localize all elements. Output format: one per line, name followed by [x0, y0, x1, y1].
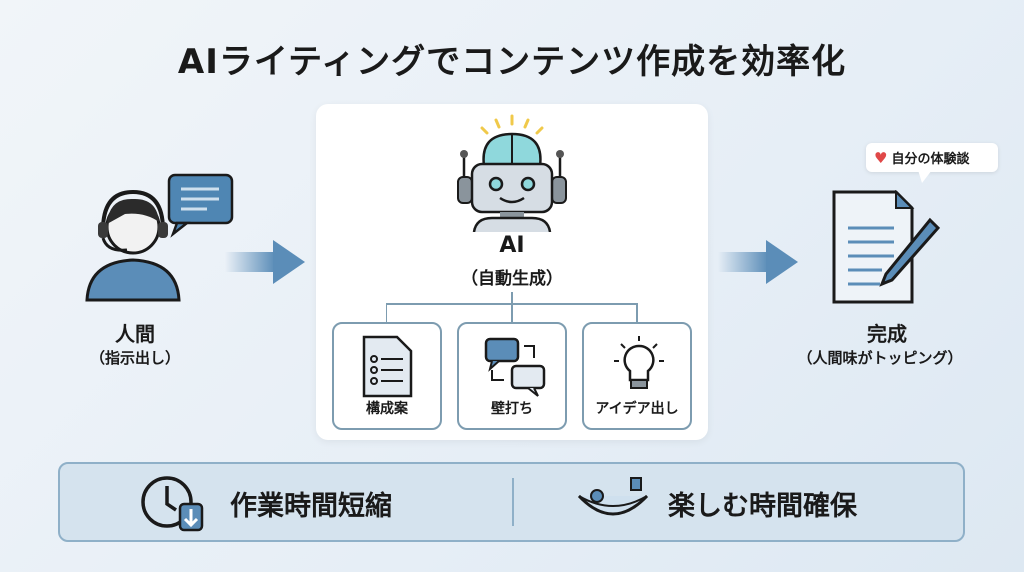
connector-lines [386, 292, 638, 322]
hammock-relax-icon [577, 477, 649, 516]
ai-sublabel: （自動生成） [461, 269, 563, 289]
lightbulb-icon [614, 336, 664, 389]
person-headset-icon [85, 173, 234, 302]
document-list-icon [362, 335, 413, 398]
document-pen-icon [832, 190, 941, 304]
bubble-text: 自分の体験談 [891, 152, 970, 167]
task-outline: 構成案 [332, 322, 442, 430]
result-label: 完成 [867, 322, 907, 346]
experience-bubble: ♥自分の体験談 [866, 143, 998, 172]
result-sublabel: （人間味がトッピング） [797, 349, 963, 367]
benefits-bar: 作業時間短縮 楽しむ時間確保 [58, 462, 965, 542]
arrow-right-icon [718, 240, 798, 284]
arrow-right-icon [225, 240, 305, 284]
benefit-leisure-time: 楽しむ時間確保 [668, 491, 857, 522]
clock-down-arrow-icon [141, 476, 204, 532]
robot-brain-icon [457, 114, 567, 232]
divider [512, 478, 514, 526]
task-ideas: アイデア出し [582, 322, 692, 430]
human-sublabel: （指示出し） [89, 349, 180, 367]
chat-bubbles-icon [484, 337, 546, 397]
task-brainstorm: 壁打ち [457, 322, 567, 430]
bubble-tail [918, 170, 932, 183]
task-label: アイデア出し [595, 401, 679, 417]
task-label: 構成案 [366, 401, 408, 417]
ai-label: AI [499, 233, 525, 258]
human-label: 人間 [115, 322, 155, 346]
page-title: AIライティングでコンテンツ作成を効率化 [177, 42, 847, 82]
benefit-time-saving: 作業時間短縮 [230, 491, 392, 522]
task-label: 壁打ち [491, 401, 533, 417]
heart-icon: ♥ [874, 148, 888, 167]
